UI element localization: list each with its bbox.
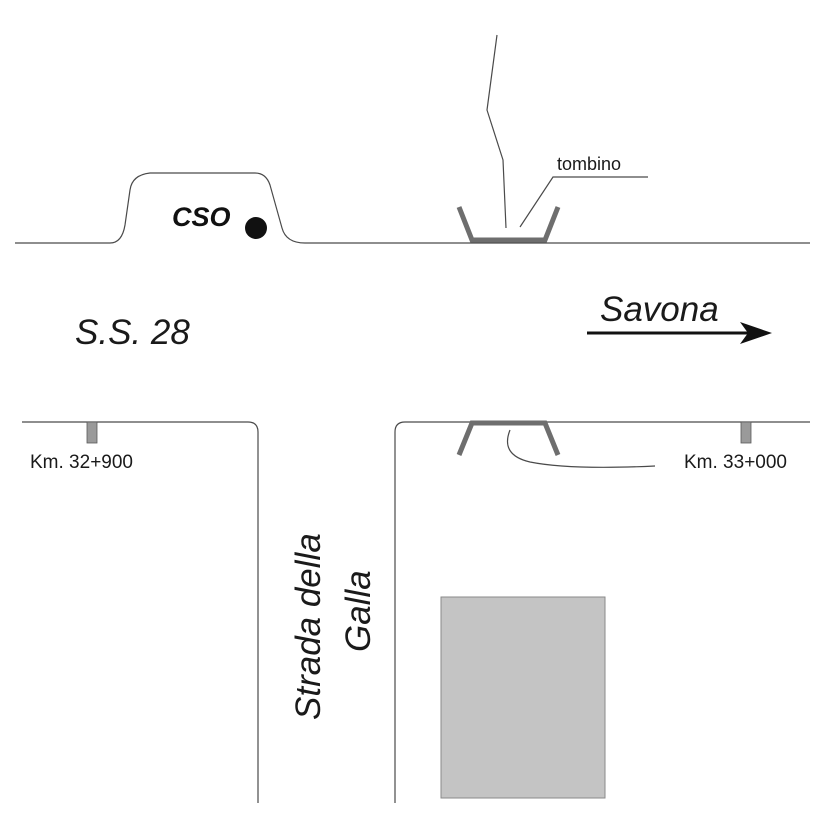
outflow-line [506,429,656,468]
side-road-line2: Galla [339,570,378,652]
road-north-edge [15,172,810,244]
km-marker-west [86,421,98,444]
cso-label: CSO [172,202,231,232]
side-road-line1: Strada della [289,533,328,720]
culvert-south [456,420,561,456]
direction-arrow-head [740,322,772,344]
stream-line [486,34,507,229]
tombino-label: tombino [557,154,621,174]
tombino-leader [519,176,648,228]
km-marker-east [740,421,752,444]
road-south-edge-east [394,421,810,803]
culvert-north [456,206,561,243]
cso-point [245,217,267,239]
km-label-east: Km. 33+000 [684,452,787,473]
direction-label: Savona [600,290,719,329]
road-south-edge-west [22,421,259,803]
highway-label: S.S. 28 [75,313,190,352]
side-road-label: Strada della Galla [289,533,378,720]
km-label-west: Km. 32+900 [30,452,133,473]
building [440,596,606,799]
